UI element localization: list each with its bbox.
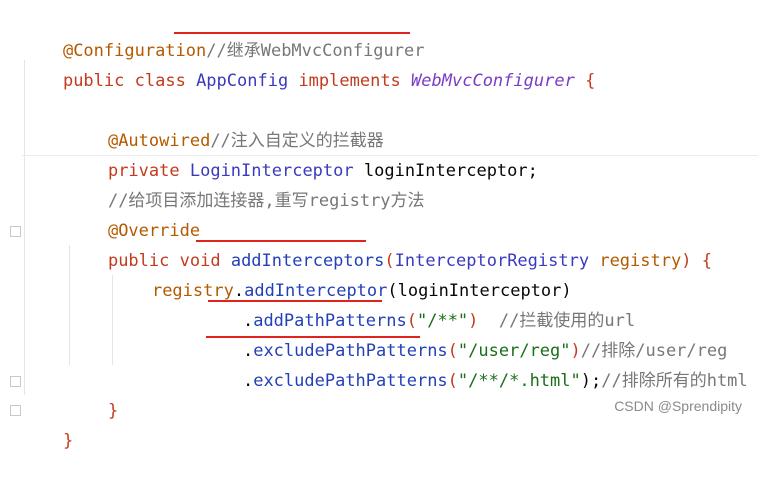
param-type: InterceptorRegistry [394, 251, 590, 271]
method-name: addInterceptors [230, 251, 385, 271]
method-separator [22, 155, 758, 156]
dot: . [242, 371, 254, 391]
annotation-autowired: @Autowired [107, 131, 211, 151]
close-paren: ) [681, 251, 692, 271]
keyword-void: void [179, 251, 221, 271]
class-name: AppConfig [196, 71, 289, 91]
open-brace: { [585, 71, 596, 91]
method-call: excludePathPatterns [253, 371, 448, 391]
indent-guide [112, 275, 113, 365]
interface-name: WebMvcConfigurer [411, 71, 575, 91]
dot: . [242, 341, 254, 361]
close-paren: ) [570, 341, 581, 361]
comment: //拦截使用的url [498, 311, 636, 331]
method-call: addPathPatterns [253, 311, 407, 331]
code-line-7[interactable]: @Override [67, 186, 200, 241]
close-brace: } [107, 401, 119, 421]
red-underline-mark [174, 32, 410, 34]
code-line-5[interactable]: private LoginInterceptor loginIntercepto… [67, 126, 538, 181]
open-paren: ( [447, 341, 458, 361]
keyword-class: class [134, 71, 186, 91]
code-line-8[interactable]: public void addInterceptors(InterceptorR… [67, 216, 712, 271]
keyword-private: private [107, 161, 180, 181]
indent-guide [24, 60, 25, 395]
dot: . [242, 311, 254, 331]
fold-marker-icon[interactable] [10, 226, 21, 237]
string-literal: "/user/reg" [457, 341, 571, 361]
code-line-12[interactable]: .excludePathPatterns("/**/*.html");//排除所… [202, 336, 748, 391]
method-call: excludePathPatterns [253, 341, 448, 361]
comment: //注入自定义的拦截器 [210, 131, 384, 151]
type-name: LoginInterceptor [189, 161, 354, 181]
comment: //排除/user/reg [580, 341, 728, 361]
field-name: loginInterceptor; [363, 161, 538, 181]
close-paren: ) [468, 311, 479, 331]
fold-marker-icon[interactable] [10, 376, 21, 387]
code-line-10[interactable]: .addPathPatterns("/**") //拦截使用的url [202, 276, 635, 331]
annotation-override: @Override [107, 221, 201, 241]
comment: //继承WebMvcConfigurer [206, 41, 425, 61]
string-literal: "/**/*.html" [457, 371, 581, 391]
keyword-public: public [107, 251, 170, 271]
code-line-11[interactable]: .excludePathPatterns("/user/reg")//排除/us… [202, 306, 727, 361]
open-paren: ( [447, 371, 458, 391]
method-call: addInterceptor [244, 281, 388, 301]
red-underline-mark [206, 336, 420, 338]
open-paren: ( [406, 311, 417, 331]
code-line-2[interactable]: public class AppConfig implements WebMvc… [22, 36, 595, 91]
close-paren-semicolon: ); [580, 371, 602, 391]
comment: //给项目添加连接器,重写registry方法 [107, 191, 425, 211]
code-line-1[interactable]: @Configuration//继承WebMvcConfigurer [22, 6, 425, 61]
annotation-configuration: @Configuration [62, 41, 207, 61]
call-args: (loginInterceptor) [387, 281, 572, 301]
code-line-6[interactable]: //给项目添加连接器,重写registry方法 [67, 156, 425, 211]
code-editor[interactable]: @Configuration//继承WebMvcConfigurer publi… [0, 0, 758, 451]
fold-marker-icon[interactable] [10, 405, 21, 416]
red-underline-mark [196, 240, 366, 242]
registry-object: registry [151, 281, 234, 301]
comment: //排除所有的html [601, 371, 748, 391]
close-brace: } [62, 431, 74, 451]
open-brace: { [701, 251, 712, 271]
watermark: CSDN @Sprendipity [614, 398, 742, 414]
red-underline-mark [208, 300, 382, 302]
indent-guide [69, 245, 70, 365]
open-paren: ( [384, 251, 395, 271]
dot: . [233, 281, 245, 301]
keyword-public: public [62, 71, 125, 91]
code-line-13[interactable]: } [67, 366, 118, 421]
string-literal: "/**" [416, 311, 469, 331]
code-line-14[interactable]: } [22, 396, 73, 451]
keyword-implements: implements [298, 71, 401, 91]
code-line-4[interactable]: @Autowired//注入自定义的拦截器 [67, 96, 384, 151]
param-name: registry [599, 251, 682, 271]
code-line-9[interactable]: registry.addInterceptor(loginInterceptor… [111, 246, 572, 301]
